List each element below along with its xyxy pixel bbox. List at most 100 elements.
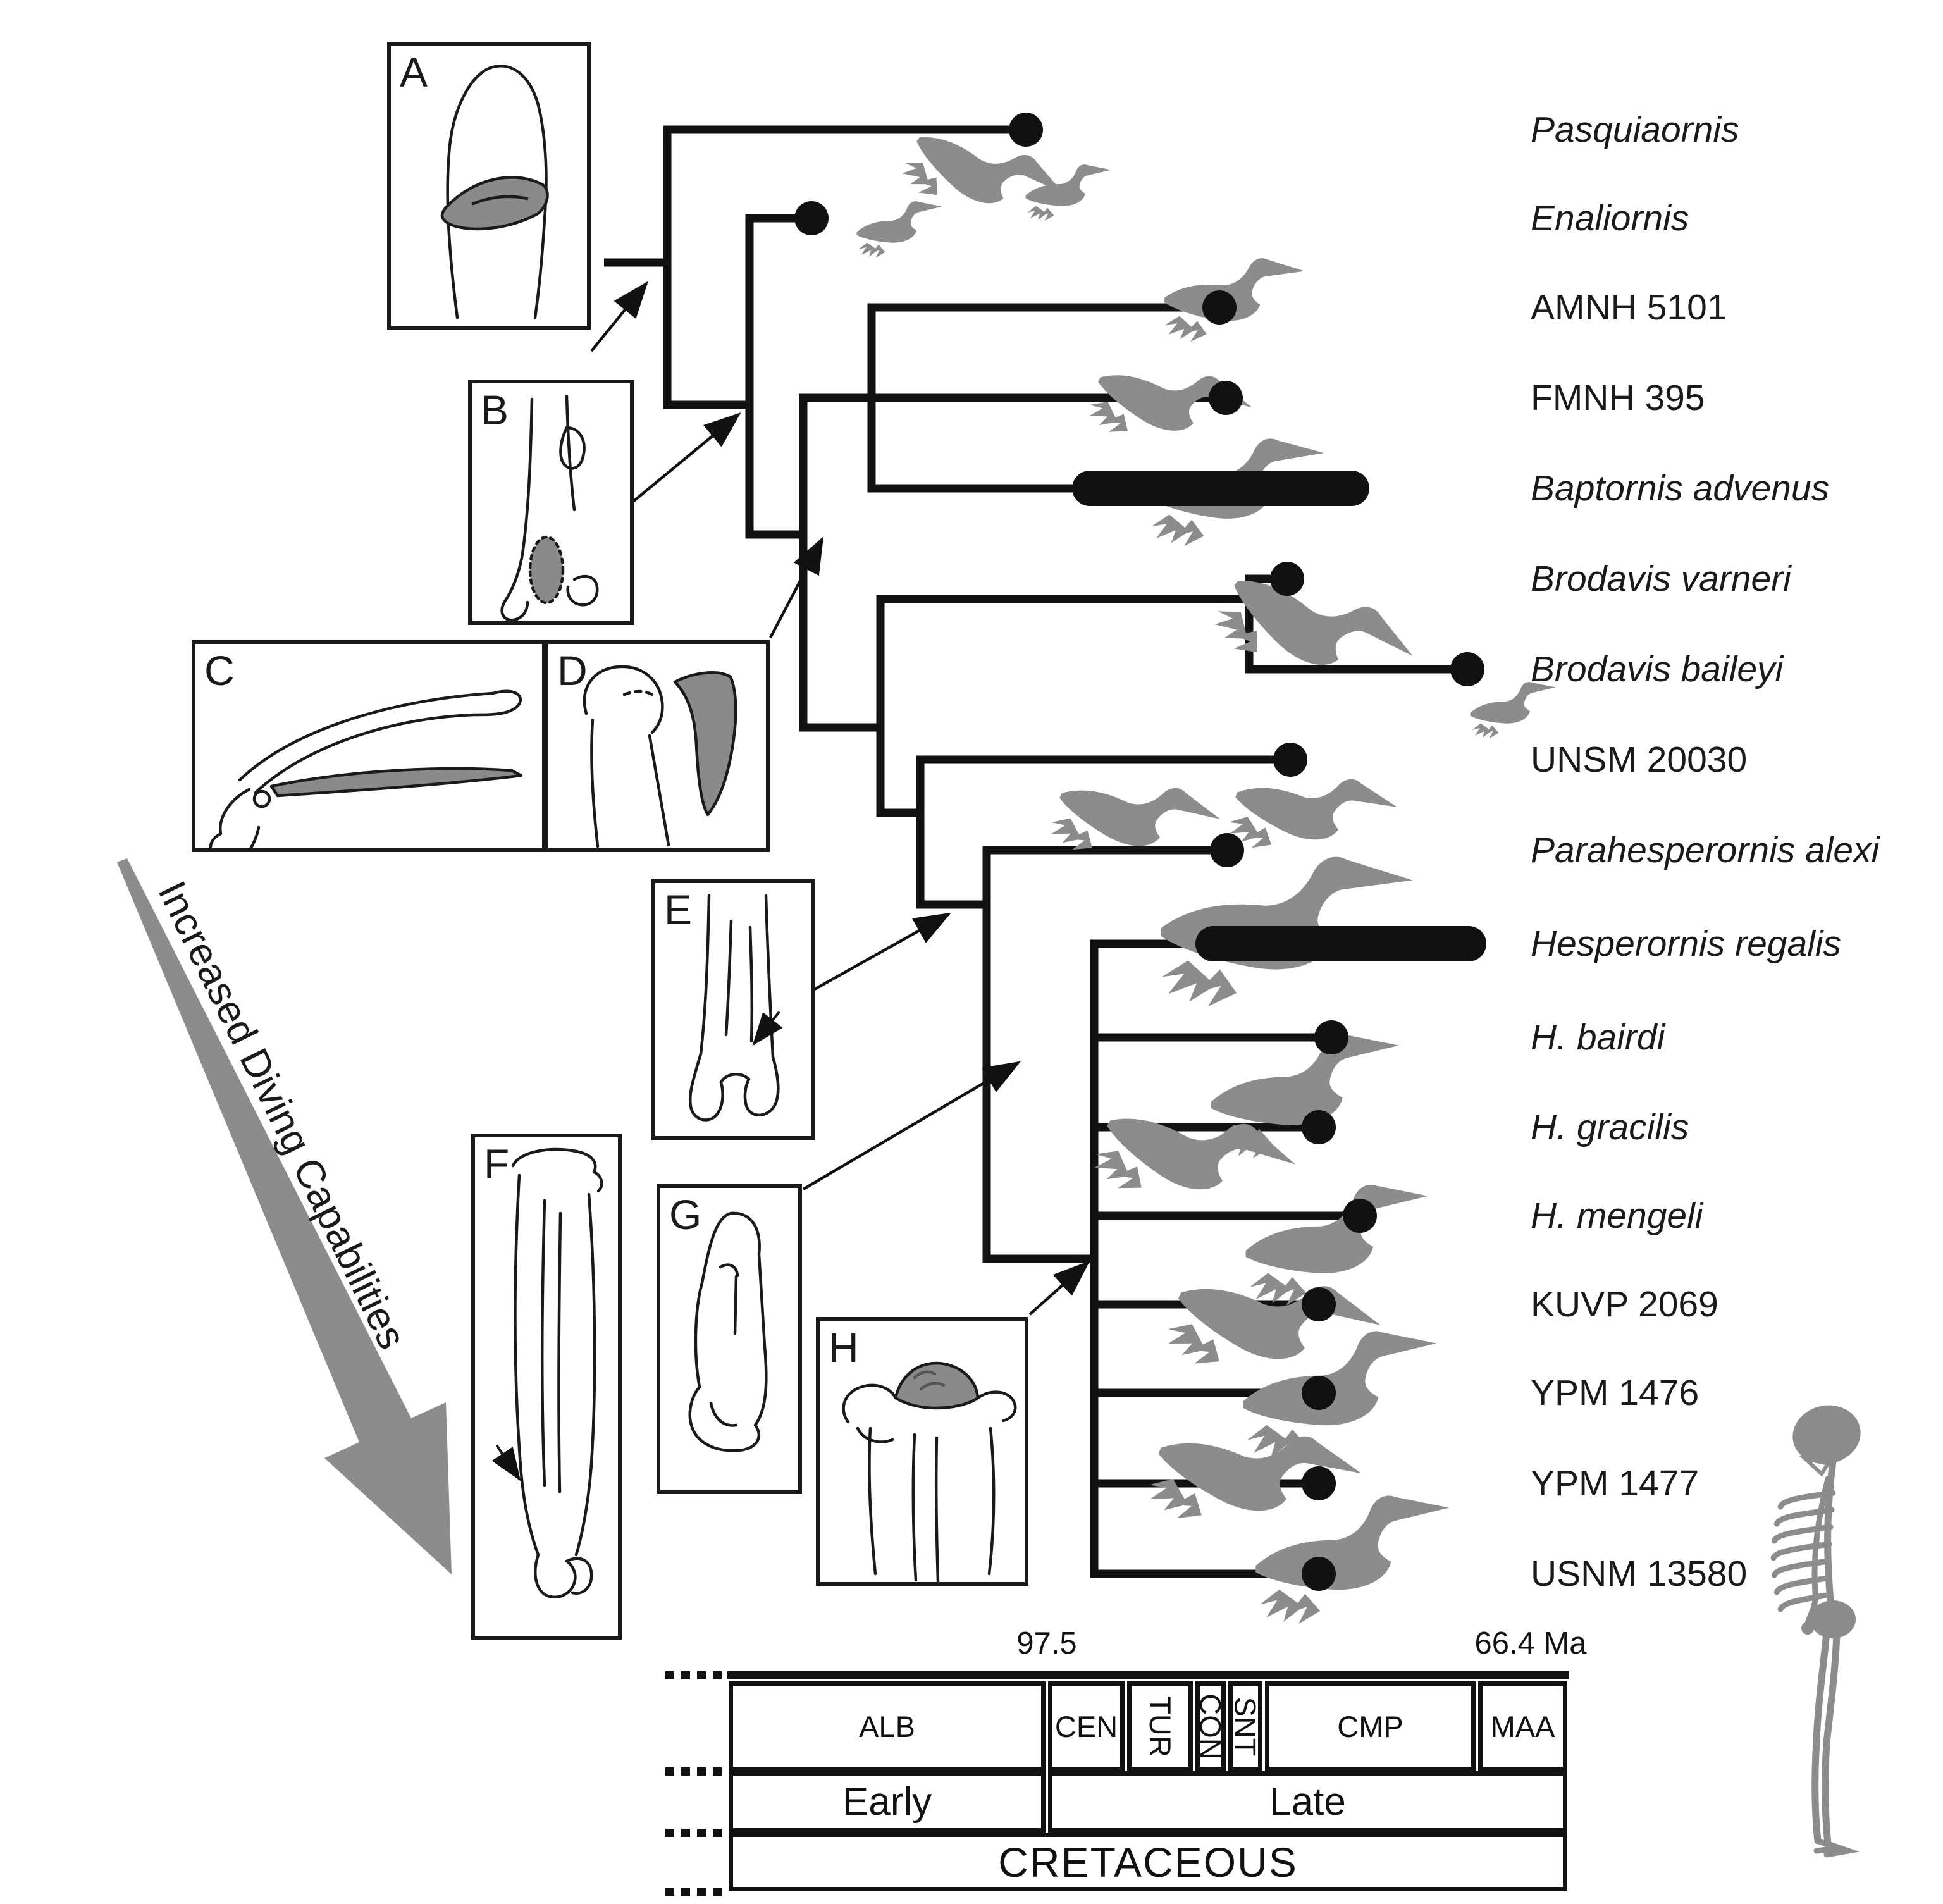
arrow-from-inset-B <box>632 412 741 502</box>
tip-dot-h-gracilis <box>1302 1110 1336 1144</box>
inset-box-e: E <box>651 879 815 1140</box>
inset-letter-f: F <box>484 1141 510 1187</box>
taxon-label-ypm-1477: YPM 1477 <box>1531 1463 1699 1504</box>
arrow-from-inset-A <box>590 281 648 352</box>
taxon-label-hesperornis-regalis: Hesperornis regalis <box>1531 924 1842 964</box>
inset-letter-d: D <box>557 647 588 694</box>
epoch-early: Early <box>729 1771 1046 1833</box>
epoch-late: Late <box>1048 1771 1567 1833</box>
bird-silhouette-unsm-20030 <box>1229 779 1397 848</box>
taxon-label-usnm-13580: USNM 13580 <box>1531 1554 1748 1594</box>
stage-con-label: CON <box>1194 1693 1228 1760</box>
tip-dot-pasquiaornis <box>1009 113 1043 147</box>
stage-snt-label: SNT <box>1228 1697 1262 1756</box>
arrow-from-inset-CD <box>769 536 824 639</box>
proximal-tibiotarsus-crest-bone-sketch <box>842 1361 1017 1582</box>
stage-tur: TUR <box>1127 1681 1193 1771</box>
bird-silhouette-enaliornis <box>856 201 942 258</box>
taxon-label-baptornis-advenus: Baptornis advenus <box>1531 468 1830 509</box>
bird-silhouette-parahesperornis-alexi <box>1051 788 1221 850</box>
arrow-from-inset-G <box>802 1061 1021 1190</box>
range-bar-baptornis-advenus <box>1072 471 1369 506</box>
bird-silhouette-brodavis-baileyi <box>1470 682 1556 739</box>
taxon-label-h-bairdi: H. bairdi <box>1531 1017 1665 1058</box>
taxon-label-brodavis-baileyi: Brodavis baileyi <box>1531 649 1784 689</box>
stage-alb: ALB <box>729 1681 1046 1771</box>
timescale-axis-bar <box>727 1671 1569 1679</box>
taxon-label-ypm-1476: YPM 1476 <box>1531 1373 1699 1413</box>
bird-silhouette-pasquiaornis <box>901 137 1064 204</box>
human-skeleton-silhouette <box>1770 1405 1861 1858</box>
timescale-date-0: 97.5 <box>1016 1626 1077 1660</box>
pelvis-bone-sketch <box>209 689 523 848</box>
tip-dot-h-bairdi <box>1314 1020 1348 1054</box>
tip-dot-fmnh-395 <box>1209 381 1243 415</box>
range-bar-hesperornis-regalis <box>1195 926 1486 961</box>
inset-box-d: D <box>545 640 770 852</box>
arrow-from-inset-H <box>1028 1261 1090 1316</box>
bird-silhouette-brodavis-varneri <box>1214 581 1413 665</box>
inset-pointer-arrows <box>590 281 1090 1316</box>
bird-silhouette-ypm-1477 <box>1149 1436 1362 1519</box>
bird-silhouette-extra-0 <box>1025 164 1111 221</box>
epoch-late-label: Late <box>1269 1780 1346 1824</box>
tarsometatarsus-full-bone-sketch <box>491 1147 603 1599</box>
bird-silhouette-ypm-1476 <box>1243 1331 1437 1460</box>
bird-silhouette-usnm-13580 <box>1255 1495 1450 1624</box>
bird-silhouette-h-gracilis <box>1094 1118 1295 1190</box>
period-cretaceous: CRETACEOUS <box>729 1833 1567 1891</box>
tip-dot-h-mengeli <box>1343 1199 1377 1233</box>
inset-box-b: B <box>468 380 634 625</box>
stage-cen-label: CEN <box>1054 1709 1118 1743</box>
epoch-early-label: Early <box>842 1780 932 1824</box>
stage-tur-label: TUR <box>1143 1695 1177 1757</box>
taxon-label-unsm-20030: UNSM 20030 <box>1531 739 1748 780</box>
timescale-dashed-continuation-2 <box>665 1829 725 1837</box>
stage-cmp: CMP <box>1265 1681 1476 1771</box>
taxon-label-h-mengeli: H. mengeli <box>1531 1196 1703 1236</box>
inset-box-h: H <box>816 1317 1028 1586</box>
bird-silhouette-h-mengeli <box>1245 1184 1428 1306</box>
diving-capabilities-arrow <box>117 858 452 1574</box>
inset-box-c: C <box>192 640 546 852</box>
tip-dot-amnh-5101 <box>1202 290 1237 325</box>
period-cretaceous-label: CRETACEOUS <box>998 1838 1298 1886</box>
tip-dot-brodavis-baileyi <box>1450 652 1484 686</box>
distal-tarsometatarsus-bone-sketch <box>500 394 599 621</box>
timescale-dashed-continuation-1 <box>665 1767 725 1776</box>
stage-maa-label: MAA <box>1490 1709 1555 1743</box>
inset-letter-e: E <box>664 886 693 933</box>
taxon-label-pasquiaornis: Pasquiaornis <box>1531 109 1739 150</box>
tip-dot-unsm-20030 <box>1273 743 1307 777</box>
stage-con: CON <box>1194 1681 1228 1771</box>
stage-cmp-label: CMP <box>1337 1709 1403 1743</box>
inset-letter-a: A <box>400 49 428 96</box>
inset-box-g: G <box>657 1184 802 1494</box>
tree-tip-dots <box>794 113 1486 1591</box>
inset-letter-h: H <box>829 1324 859 1371</box>
proximal-tibiotarsus-bone-sketch <box>440 65 549 319</box>
patella-bone-sketch <box>688 1211 768 1452</box>
taxon-label-enaliornis: Enaliornis <box>1531 198 1689 238</box>
timescale-date-1: 66.4 Ma <box>1474 1626 1587 1660</box>
taxon-label-brodavis-varneri: Brodavis varneri <box>1531 559 1791 599</box>
bird-silhouette-h-bairdi <box>1211 1034 1399 1158</box>
taxon-label-fmnh-395: FMNH 395 <box>1531 378 1705 418</box>
tip-dot-kuvp-2069 <box>1302 1287 1336 1321</box>
taxon-label-h-gracilis: H. gracilis <box>1531 1107 1689 1147</box>
proximal-femur-bone-sketch <box>583 665 737 848</box>
stage-maa: MAA <box>1478 1681 1567 1771</box>
tip-dot-parahesperornis-alexi <box>1210 833 1244 867</box>
timescale-dashed-continuation-0 <box>665 1671 725 1679</box>
inset-box-a: A <box>387 42 591 330</box>
tip-dot-usnm-13580 <box>1302 1557 1336 1591</box>
tip-dot-brodavis-varneri <box>1270 562 1304 596</box>
distal-tarsometatarsus-trochlea-bone-sketch <box>688 894 783 1122</box>
inset-box-f: F <box>471 1134 622 1640</box>
taxon-label-kuvp-2069: KUVP 2069 <box>1531 1284 1718 1325</box>
taxon-label-parahesperornis-alexi: Parahesperornis alexi <box>1531 830 1880 870</box>
inset-letter-c: C <box>204 647 235 694</box>
tip-dot-enaliornis <box>794 201 829 235</box>
